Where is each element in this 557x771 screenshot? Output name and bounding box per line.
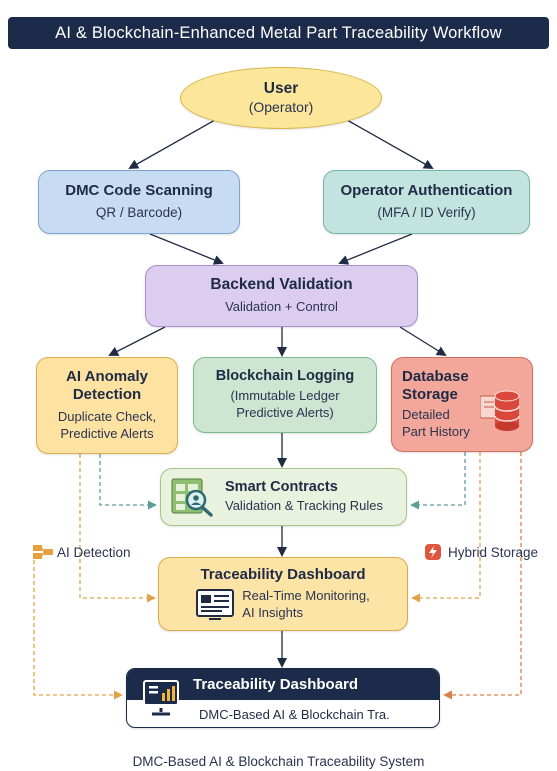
arrow-user-dmc [128,119,216,169]
ai-sub-line1: Duplicate Check, [57,409,157,425]
ai-detection-text: AI Detection [57,544,131,560]
tdash-sub-line1: Real-Time Monitoring, [242,588,370,604]
ai-sub-line2: Predictive Alerts [60,426,154,441]
chain-sub-line2: Predictive Alerts) [236,404,334,420]
final-dashboard-panel: Traceability Dashboard DMC-Based AI & Bl… [126,668,440,728]
dashed-ai-tdash [79,454,156,603]
dashed-ai-smart [99,454,157,510]
dmc-subtitle: QR / Barcode) [95,205,183,221]
dmc-title: DMC Code Scanning [65,182,213,200]
dashed-left-final [33,560,123,700]
tdash-sub-line2: AI Insights [242,605,303,620]
traceability-dashboard-node: Traceability Dashboard Real-Time Monitor… [158,557,408,631]
db-title-line1: Database [402,368,469,386]
user-node: User (Operator) [180,67,382,129]
monitor-chart-icon [143,680,179,716]
dashed-db-tdash [411,452,481,603]
arrow-backend-db [399,326,447,357]
dashed-db-smart [410,452,466,510]
dashed-right-final [443,452,522,700]
database-storage-node: Database Storage Detailed Part History [391,357,533,452]
ai-title-line2: Detection [72,386,142,404]
arrow-dmc-backend [149,233,224,265]
smart-contract-icon [171,478,213,517]
auth-title: Operator Authentication [340,182,513,200]
blockchain-logging-node: Blockchain Logging (Immutable Ledger Pre… [193,357,377,433]
operator-auth-node: Operator Authentication (MFA / ID Verify… [323,170,530,234]
db-sub-line1: Detailed [402,407,450,423]
smart-contracts-node: Smart Contracts Validation & Tracking Ru… [160,468,407,526]
tdash-row: Real-Time Monitoring, AI Insights [196,588,370,622]
hybrid-storage-label: Hybrid Storage [424,543,538,561]
user-subtitle: (Operator) [248,99,314,116]
hybrid-storage-text: Hybrid Storage [448,544,539,560]
db-sub-line2: Part History [402,424,470,439]
dashboard-icon [196,589,235,620]
user-title: User [263,79,299,97]
diagram-title: AI & Blockchain-Enhanced Metal Part Trac… [55,23,502,42]
tdash-subtext: Real-Time Monitoring, AI Insights [234,588,369,622]
ai-title-line1: AI Anomaly [66,368,148,386]
tdash-title: Traceability Dashboard [200,566,366,584]
backend-validation-node: Backend Validation Validation + Control [145,265,418,327]
backend-title: Backend Validation [210,276,353,294]
ai-anomaly-node: AI Anomaly Detection Duplicate Check, Pr… [36,357,178,454]
final-title: Traceability Dashboard [193,676,359,693]
arrow-auth-backend [338,233,413,265]
database-icon [480,390,520,431]
db-title-line2: Storage [402,386,458,404]
smart-subtitle: Validation & Tracking Rules [225,498,384,514]
smart-title: Smart Contracts [225,478,338,495]
ai-detection-label: AI Detection [32,543,131,561]
chain-title: Blockchain Logging [215,368,355,385]
auth-subtitle: (MFA / ID Verify) [377,205,476,221]
ai-detection-icon [33,545,53,559]
arrow-backend-ai [108,326,166,356]
smart-text: Smart Contracts Validation & Tracking Ru… [225,479,383,515]
arrow-user-auth [346,119,434,169]
final-subtitle: DMC-Based AI & Blockchain Tra. [199,707,390,722]
dmc-scanning-node: DMC Code Scanning QR / Barcode) [38,170,240,234]
chain-sub-line1: (Immutable Ledger [230,387,340,403]
backend-subtitle: Validation + Control [225,298,338,314]
diagram-title-bar: AI & Blockchain-Enhanced Metal Part Trac… [8,17,549,49]
footer-caption: DMC-Based AI & Blockchain Traceability S… [132,754,425,769]
hybrid-storage-icon [425,544,441,560]
